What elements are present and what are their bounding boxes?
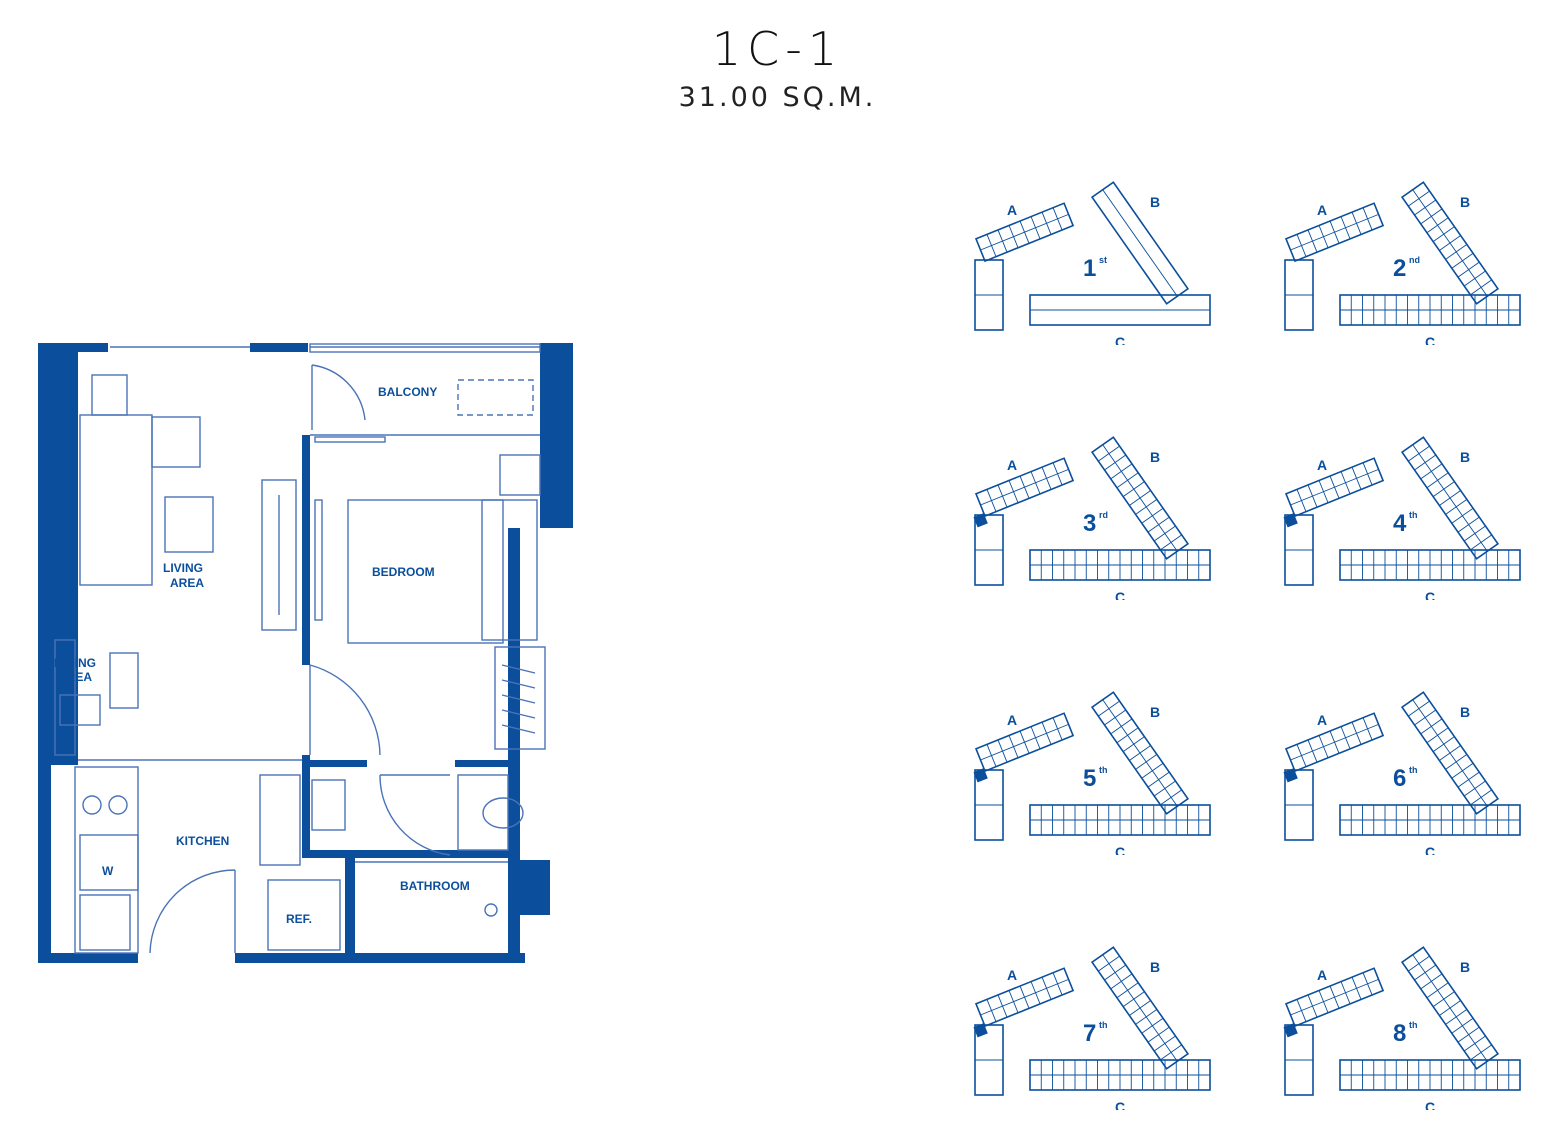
building-a-angled <box>974 202 1075 263</box>
building-label-a: A <box>1007 967 1017 983</box>
floor-number: 6 <box>1393 765 1406 792</box>
building-a-angled <box>1284 457 1385 518</box>
floor-suffix: st <box>1099 255 1107 265</box>
building-label-a: A <box>1007 712 1017 728</box>
building-c <box>1339 1059 1521 1091</box>
building-c <box>1339 804 1521 836</box>
unit-location-marker <box>973 1023 988 1038</box>
room-label-dining-2: AREA <box>58 670 92 684</box>
room-label-washer: W <box>102 864 114 878</box>
floor-suffix: th <box>1099 1020 1108 1030</box>
room-label-living-1: LIVING <box>163 561 203 575</box>
building-label-b: B <box>1150 704 1160 720</box>
floor-number: 8 <box>1393 1020 1406 1047</box>
building-label-b: B <box>1150 959 1160 975</box>
unit-area: 31.00 SQ.M. <box>678 82 877 113</box>
room-label-refrigerator: REF. <box>286 912 312 926</box>
building-label-c: C <box>1425 589 1435 600</box>
building-label-c: C <box>1425 1099 1435 1110</box>
unit-location-marker <box>973 768 988 783</box>
building-label-a: A <box>1007 202 1017 218</box>
building-c <box>1029 804 1211 836</box>
building-label-a: A <box>1007 457 1017 473</box>
floor-number: 2 <box>1393 255 1406 282</box>
room-label-dining-1: DINING <box>54 656 96 670</box>
unit-location-marker <box>1283 768 1298 783</box>
building-a-angled <box>974 457 1075 518</box>
room-labels: BALCONY LIVING AREA BEDROOM DINING AREA … <box>54 385 470 926</box>
building-c <box>1029 1059 1211 1091</box>
room-label-bathroom: BATHROOM <box>400 879 470 893</box>
building-label-b: B <box>1460 449 1470 465</box>
building-a-angled <box>1284 712 1385 773</box>
floor-number: 5 <box>1083 765 1096 792</box>
building-c <box>1339 549 1521 581</box>
building-b <box>1090 436 1190 560</box>
building-c <box>1029 549 1211 581</box>
building-a-vertical <box>1284 259 1314 331</box>
building-b <box>1400 181 1500 305</box>
floor-plan: BALCONY LIVING AREA BEDROOM DINING AREA … <box>38 343 573 963</box>
floor-suffix: th <box>1409 765 1418 775</box>
building-label-b: B <box>1150 194 1160 210</box>
building-b <box>1400 436 1500 560</box>
floor-suffix: rd <box>1099 510 1108 520</box>
building-label-c: C <box>1115 334 1125 345</box>
floor-suffix: nd <box>1409 255 1420 265</box>
floor-number: 7 <box>1083 1020 1096 1047</box>
floor-number: 1 <box>1083 255 1096 282</box>
unit-location-marker <box>973 513 988 528</box>
unit-location-marker <box>1283 1023 1298 1038</box>
interior-lines <box>54 343 546 954</box>
floor-suffix: th <box>1409 1020 1418 1030</box>
building-a-angled <box>974 712 1075 773</box>
building-a-angled <box>974 967 1075 1028</box>
building-label-b: B <box>1460 959 1470 975</box>
floor-number: 3 <box>1083 510 1096 537</box>
building-a-angled <box>1284 967 1385 1028</box>
building-c <box>1029 294 1211 326</box>
room-label-balcony: BALCONY <box>378 385 437 399</box>
unit-location-marker <box>1283 513 1298 528</box>
room-label-kitchen: KITCHEN <box>176 834 229 848</box>
unit-type-title: 1C-1 <box>711 22 844 76</box>
building-b <box>1090 946 1190 1070</box>
exterior-walls <box>38 343 573 963</box>
building-label-a: A <box>1317 712 1327 728</box>
building-label-b: B <box>1460 194 1470 210</box>
building-a-angled <box>1284 202 1385 263</box>
building-b <box>1090 181 1190 305</box>
building-label-c: C <box>1425 844 1435 855</box>
floor-suffix: th <box>1099 765 1108 775</box>
building-a-vertical <box>974 259 1004 331</box>
building-label-c: C <box>1115 589 1125 600</box>
building-c <box>1339 294 1521 326</box>
building-label-a: A <box>1317 202 1327 218</box>
building-b <box>1400 946 1500 1070</box>
building-label-b: B <box>1150 449 1160 465</box>
room-label-bedroom: BEDROOM <box>372 565 435 579</box>
floor-number: 4 <box>1393 510 1407 537</box>
building-label-c: C <box>1425 334 1435 345</box>
building-label-c: C <box>1115 844 1125 855</box>
building-label-a: A <box>1317 967 1327 983</box>
building-b <box>1090 691 1190 815</box>
building-label-c: C <box>1115 1099 1125 1110</box>
room-label-living-2: AREA <box>170 576 204 590</box>
building-b <box>1400 691 1500 815</box>
floor-suffix: th <box>1409 510 1418 520</box>
building-label-a: A <box>1317 457 1327 473</box>
building-label-b: B <box>1460 704 1470 720</box>
